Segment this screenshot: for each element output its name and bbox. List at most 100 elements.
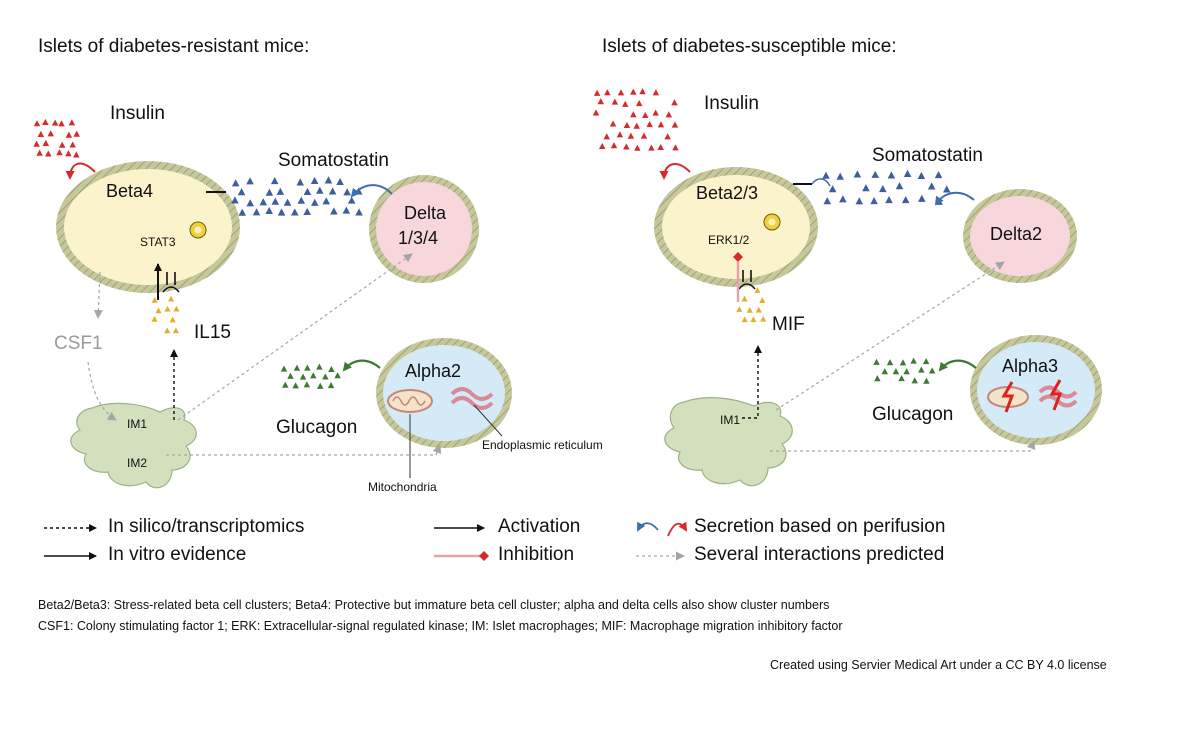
somatostatin-granule (277, 208, 286, 216)
glucagon-granule (898, 374, 905, 382)
somatostatin-granule (885, 196, 893, 204)
somatostatin-granule (246, 177, 254, 185)
left-csf1-label: CSF1 (54, 333, 103, 354)
left-glucagon-granules (280, 363, 341, 389)
legend-secretion-red-mark (667, 521, 688, 537)
somatostatin-granule (887, 171, 896, 179)
somatostatin-granule (328, 187, 337, 195)
somatostatin-granule (265, 188, 274, 196)
left-beta-label: Beta4 (106, 181, 154, 201)
left-somatostatin-granules (231, 176, 363, 216)
glucagon-granule (874, 375, 881, 382)
glucagon-granule (334, 372, 341, 379)
insulin-granule (635, 99, 643, 107)
right-beta-cell (654, 167, 818, 287)
somatostatin-granule (310, 198, 319, 206)
insulin-granule (633, 122, 640, 129)
right-im1-delta-arrow (775, 261, 1005, 411)
somatostatin-granule (942, 185, 951, 193)
right-delta-cell (963, 189, 1077, 283)
somatostatin-granule (231, 196, 239, 204)
stressed-mitochondrion-icon (987, 381, 1029, 413)
glucagon-granule (923, 377, 930, 384)
insulin-granule (671, 99, 678, 106)
left-glucagon-label: Glucagon (276, 417, 358, 438)
mif-granule (760, 315, 767, 322)
insulin-granule (593, 89, 601, 96)
insulin-granule (665, 111, 673, 118)
left-beta-cell (56, 161, 240, 293)
glucagon-granule (303, 381, 311, 388)
right-insulin-label: Insulin (704, 93, 759, 114)
somatostatin-granule (316, 186, 324, 194)
insulin-granule (47, 130, 55, 137)
glucagon-granule (928, 367, 936, 374)
insulin-granule (68, 119, 76, 126)
insulin-granule (622, 100, 629, 107)
endoplasmic-reticulum-icon (450, 387, 494, 410)
insulin-granule (51, 119, 59, 126)
glucagon-granule (873, 358, 880, 365)
right-somatostatin-label: Somatostatin (872, 145, 983, 166)
somatostatin-granule (901, 196, 910, 204)
somatostatin-granule (297, 196, 306, 204)
left-panel-title: Islets of diabetes-resistant mice: (38, 36, 310, 57)
somatostatin-granule (252, 208, 261, 216)
left-alpha-cell (376, 338, 512, 448)
right-macrophage (664, 397, 793, 487)
somatostatin-granule (296, 178, 305, 186)
left-il15-receptor-icon (162, 272, 180, 293)
left-insulin-label: Insulin (110, 103, 165, 124)
insulin-granule (664, 133, 671, 140)
insulin-granule (617, 89, 625, 96)
somatostatin-granule (347, 196, 356, 204)
insulin-granule (45, 150, 52, 157)
glucagon-granule (881, 368, 889, 375)
glucagon-granule (292, 382, 299, 389)
somatostatin-granule (823, 197, 832, 205)
right-im-alpha-arrow (770, 440, 1036, 452)
right-glucagon-secretion-arrow (938, 359, 977, 372)
glucagon-granule (328, 365, 335, 372)
glucagon-granule (911, 377, 918, 384)
il15-granule (155, 307, 162, 314)
right-insulin-granules (592, 88, 679, 151)
somatostatin-granule (276, 187, 285, 195)
insulin-granule (65, 131, 73, 138)
il15-granule (151, 296, 158, 303)
legend-invitro-label: In vitro evidence (108, 544, 247, 565)
insulin-granule (33, 140, 40, 147)
somatostatin-granule (237, 188, 246, 196)
glucagon-granule (327, 382, 335, 389)
insulin-granule (611, 98, 619, 105)
left-delta-label-2: 1/3/4 (398, 228, 439, 248)
glucagon-granule (317, 382, 324, 389)
glucagon-granule (304, 364, 311, 371)
insulin-granule (639, 88, 646, 95)
right-inhibition-diamond (733, 252, 743, 262)
stressed-er-icon (1038, 379, 1078, 411)
right-erk-label: ERK1/2 (708, 233, 750, 247)
insulin-granule (623, 143, 630, 150)
left-csf1-im1-arrow (87, 361, 117, 421)
mif-granule (759, 297, 766, 304)
insulin-granule (657, 121, 665, 128)
insulin-granule (671, 121, 679, 128)
insulin-granule (642, 111, 649, 118)
insulin-granule (634, 144, 641, 151)
somatostatin-granule (895, 182, 904, 190)
glucagon-granule (910, 357, 917, 364)
glucagon-granule (299, 373, 307, 380)
mif-granule (736, 306, 743, 312)
legend-secretion-blue-mark (637, 521, 659, 532)
right-mif-granules (736, 287, 767, 323)
glucagon-granule (282, 381, 289, 388)
somatostatin-granule (231, 179, 240, 187)
right-mif-label: MIF (772, 314, 805, 335)
il15-granule (168, 295, 175, 302)
legend-several-label: Several interactions predicted (694, 544, 945, 565)
right-somatostatin-secretion-arrow (934, 191, 975, 206)
left-im2-alpha-arrow (166, 444, 442, 456)
glucagon-granule (280, 365, 288, 372)
insulin-granule (648, 144, 655, 151)
